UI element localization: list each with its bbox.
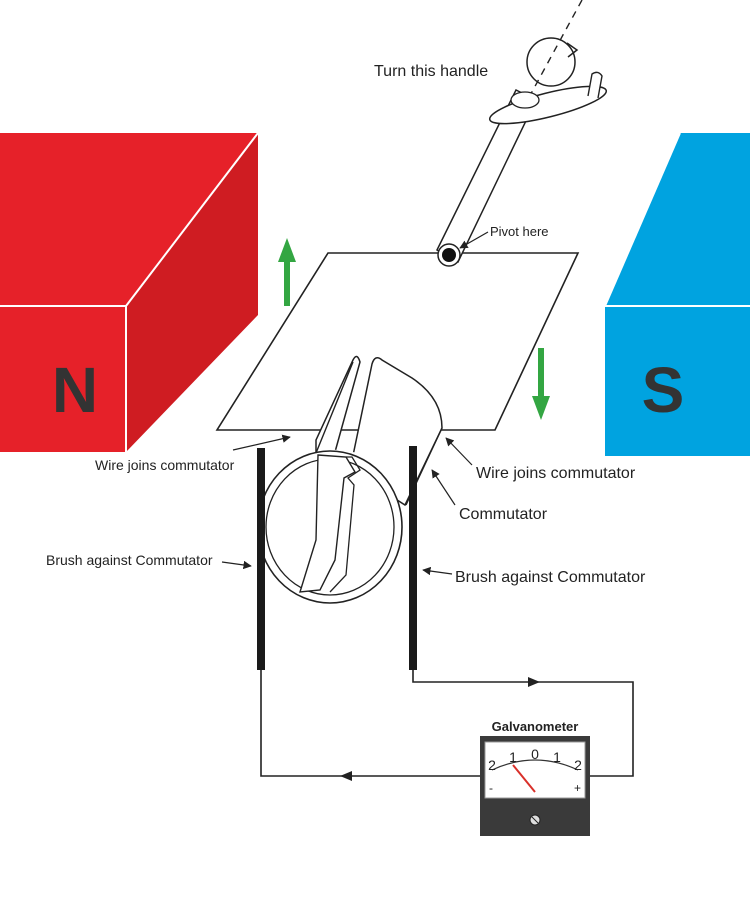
plus-sign: +	[574, 781, 581, 795]
up-arrow-icon	[278, 238, 296, 306]
scale-mark-right-2: 2	[574, 757, 582, 773]
south-magnet-top	[605, 133, 750, 306]
scale-mark-right-1: 1	[553, 749, 561, 765]
north-magnet: N	[0, 132, 259, 452]
south-magnet: S	[604, 132, 750, 456]
right-brush	[409, 446, 417, 670]
scale-mark-zero: 0	[531, 746, 539, 762]
galvanometer-face	[484, 741, 586, 799]
galvanometer	[480, 736, 590, 836]
commutator-label: Commutator	[459, 506, 548, 523]
coil-loop	[215, 252, 580, 431]
brush-right-label: Brush against Commutator	[455, 569, 646, 586]
circuit-wire	[260, 670, 634, 781]
handle-label: Turn this handle	[374, 63, 488, 80]
down-arrow-icon	[532, 348, 550, 420]
minus-sign: -	[489, 781, 493, 795]
rotate-icon	[526, 37, 576, 87]
north-magnet-top	[0, 133, 258, 306]
south-magnet-front	[605, 306, 750, 456]
galvanometer-needle	[512, 764, 536, 793]
south-pole-label: S	[642, 354, 685, 426]
wire-left-label: Wire joins commutator	[95, 457, 235, 473]
scale-mark-left-1: 1	[509, 749, 517, 765]
scale-mark-left-2: 2	[488, 757, 496, 773]
north-magnet-front	[0, 306, 126, 452]
label-pointers	[221, 231, 489, 576]
north-magnet-side	[126, 133, 258, 452]
commutator	[257, 355, 443, 604]
pivot-point	[442, 248, 456, 262]
wire-right-label: Wire joins commutator	[476, 465, 636, 482]
brush-left-label: Brush against Commutator	[46, 552, 213, 568]
north-pole-label: N	[52, 354, 98, 426]
handle-shaft	[436, 37, 608, 264]
pivot-label: Pivot here	[490, 224, 549, 239]
left-brush	[257, 448, 265, 670]
galvanometer-title: Galvanometer	[492, 719, 579, 734]
